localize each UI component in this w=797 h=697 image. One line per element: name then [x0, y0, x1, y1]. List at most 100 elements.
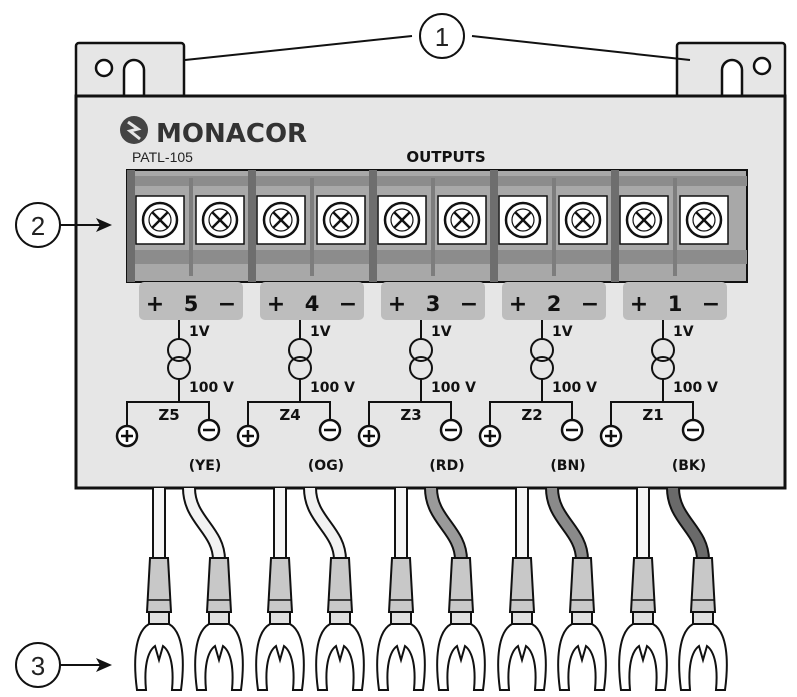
polarity-plate	[502, 282, 606, 320]
channel-number: 2	[547, 292, 562, 316]
wire-color-code: (YE)	[189, 458, 222, 474]
minus-circle-icon	[439, 418, 463, 442]
transformer-coil-icon	[288, 338, 312, 362]
arrow-right-icon	[96, 218, 112, 232]
minus-circle-icon	[681, 418, 705, 442]
terminal-divider	[490, 170, 498, 282]
terminal-screw-icon[interactable]	[679, 195, 729, 245]
terminal-divider	[189, 178, 193, 276]
wire-color-code: (OG)	[308, 458, 344, 474]
terminal-divider	[431, 178, 435, 276]
spade-connector-icon	[194, 623, 244, 691]
monacor-logo-icon	[120, 116, 148, 144]
polarity-plate	[381, 282, 485, 320]
polarity-plates: +5−+4−+3−+2−+1−	[139, 282, 727, 320]
model-number: PATL-105	[132, 149, 193, 165]
voltage-high-label: 100 V	[673, 380, 718, 396]
terminal-divider	[673, 178, 677, 276]
plus-circle-icon	[478, 424, 502, 448]
terminal-screws	[127, 170, 729, 282]
zone-label: Z5	[158, 406, 179, 424]
voltage-low-label: 1V	[189, 324, 210, 340]
channel-number: 1	[668, 292, 683, 316]
mounting-tab-right	[675, 41, 787, 100]
polarity-plate	[623, 282, 727, 320]
transformer-coil-icon	[409, 338, 433, 362]
spade-connector-icon	[134, 623, 184, 691]
voltage-high-label: 100 V	[189, 380, 234, 396]
outputs-title: OUTPUTS	[406, 148, 485, 166]
callout-1-label: 1	[435, 22, 449, 52]
spade-connector-icon	[315, 623, 365, 691]
terminal-divider	[552, 178, 556, 276]
terminal-screw-icon[interactable]	[316, 195, 366, 245]
spade-connector-icon	[376, 623, 426, 691]
plus-circle-icon	[357, 424, 381, 448]
voltage-low-label: 1V	[431, 324, 452, 340]
spade-connector-icon	[678, 623, 728, 691]
plus-label: +	[146, 292, 164, 317]
wire-color-code: (BK)	[672, 458, 706, 474]
channel-number: 3	[426, 292, 441, 316]
callout-1: 1	[184, 13, 691, 61]
spade-connector-icon	[618, 623, 668, 691]
brand-name: MONACOR	[156, 119, 307, 149]
callout-3-label: 3	[31, 651, 45, 681]
plus-circle-icon	[236, 424, 260, 448]
terminal-screw-icon[interactable]	[619, 195, 669, 245]
minus-label: −	[218, 292, 236, 317]
spade-connector-icon	[436, 623, 486, 691]
polarity-plate	[139, 282, 243, 320]
minus-circle-icon	[197, 418, 221, 442]
terminal-screw-icon[interactable]	[195, 195, 245, 245]
wire-pair	[255, 487, 365, 691]
spade-connector-icon	[497, 623, 547, 691]
voltage-low-label: 1V	[673, 324, 694, 340]
plus-label: +	[388, 292, 406, 317]
spade-connector-icon	[255, 623, 305, 691]
spade-connector-icon	[557, 623, 607, 691]
arrow-right-icon	[96, 658, 112, 672]
minus-label: −	[702, 292, 720, 317]
terminal-screw-icon[interactable]	[377, 195, 427, 245]
minus-label: −	[581, 292, 599, 317]
plus-label: +	[630, 292, 648, 317]
plus-label: +	[509, 292, 527, 317]
channel-number: 5	[184, 292, 199, 316]
minus-label: −	[339, 292, 357, 317]
wire-pair	[497, 487, 607, 691]
polarity-plate	[260, 282, 364, 320]
voltage-high-label: 100 V	[431, 380, 476, 396]
zone-schematic: 1V 100 V Z2 (BN)	[478, 320, 597, 474]
terminal-screw-icon[interactable]	[256, 195, 306, 245]
wire-pair	[376, 487, 486, 691]
voltage-high-label: 100 V	[552, 380, 597, 396]
terminal-screw-icon[interactable]	[135, 195, 185, 245]
transformer-coil-icon	[167, 338, 191, 362]
channel-number: 4	[305, 292, 320, 316]
minus-circle-icon	[318, 418, 342, 442]
terminal-screw-icon[interactable]	[498, 195, 548, 245]
plus-circle-icon	[115, 424, 139, 448]
zone-label: Z2	[521, 406, 542, 424]
wire-pair	[134, 487, 244, 691]
callout-2-label: 2	[31, 211, 45, 241]
zone-schematic: 1V 100 V Z1 (BK)	[599, 320, 718, 474]
terminal-divider	[611, 170, 619, 282]
voltage-low-label: 1V	[552, 324, 573, 340]
transformer-coil-icon	[651, 338, 675, 362]
zone-label: Z1	[642, 406, 663, 424]
terminal-screw-icon[interactable]	[558, 195, 608, 245]
terminal-screw-icon[interactable]	[437, 195, 487, 245]
terminal-divider	[127, 170, 135, 282]
wire-color-code: (RD)	[429, 458, 464, 474]
wire-color-code: (BN)	[550, 458, 585, 474]
zone-label: Z4	[279, 406, 300, 424]
terminal-divider	[310, 178, 314, 276]
voltage-low-label: 1V	[310, 324, 331, 340]
